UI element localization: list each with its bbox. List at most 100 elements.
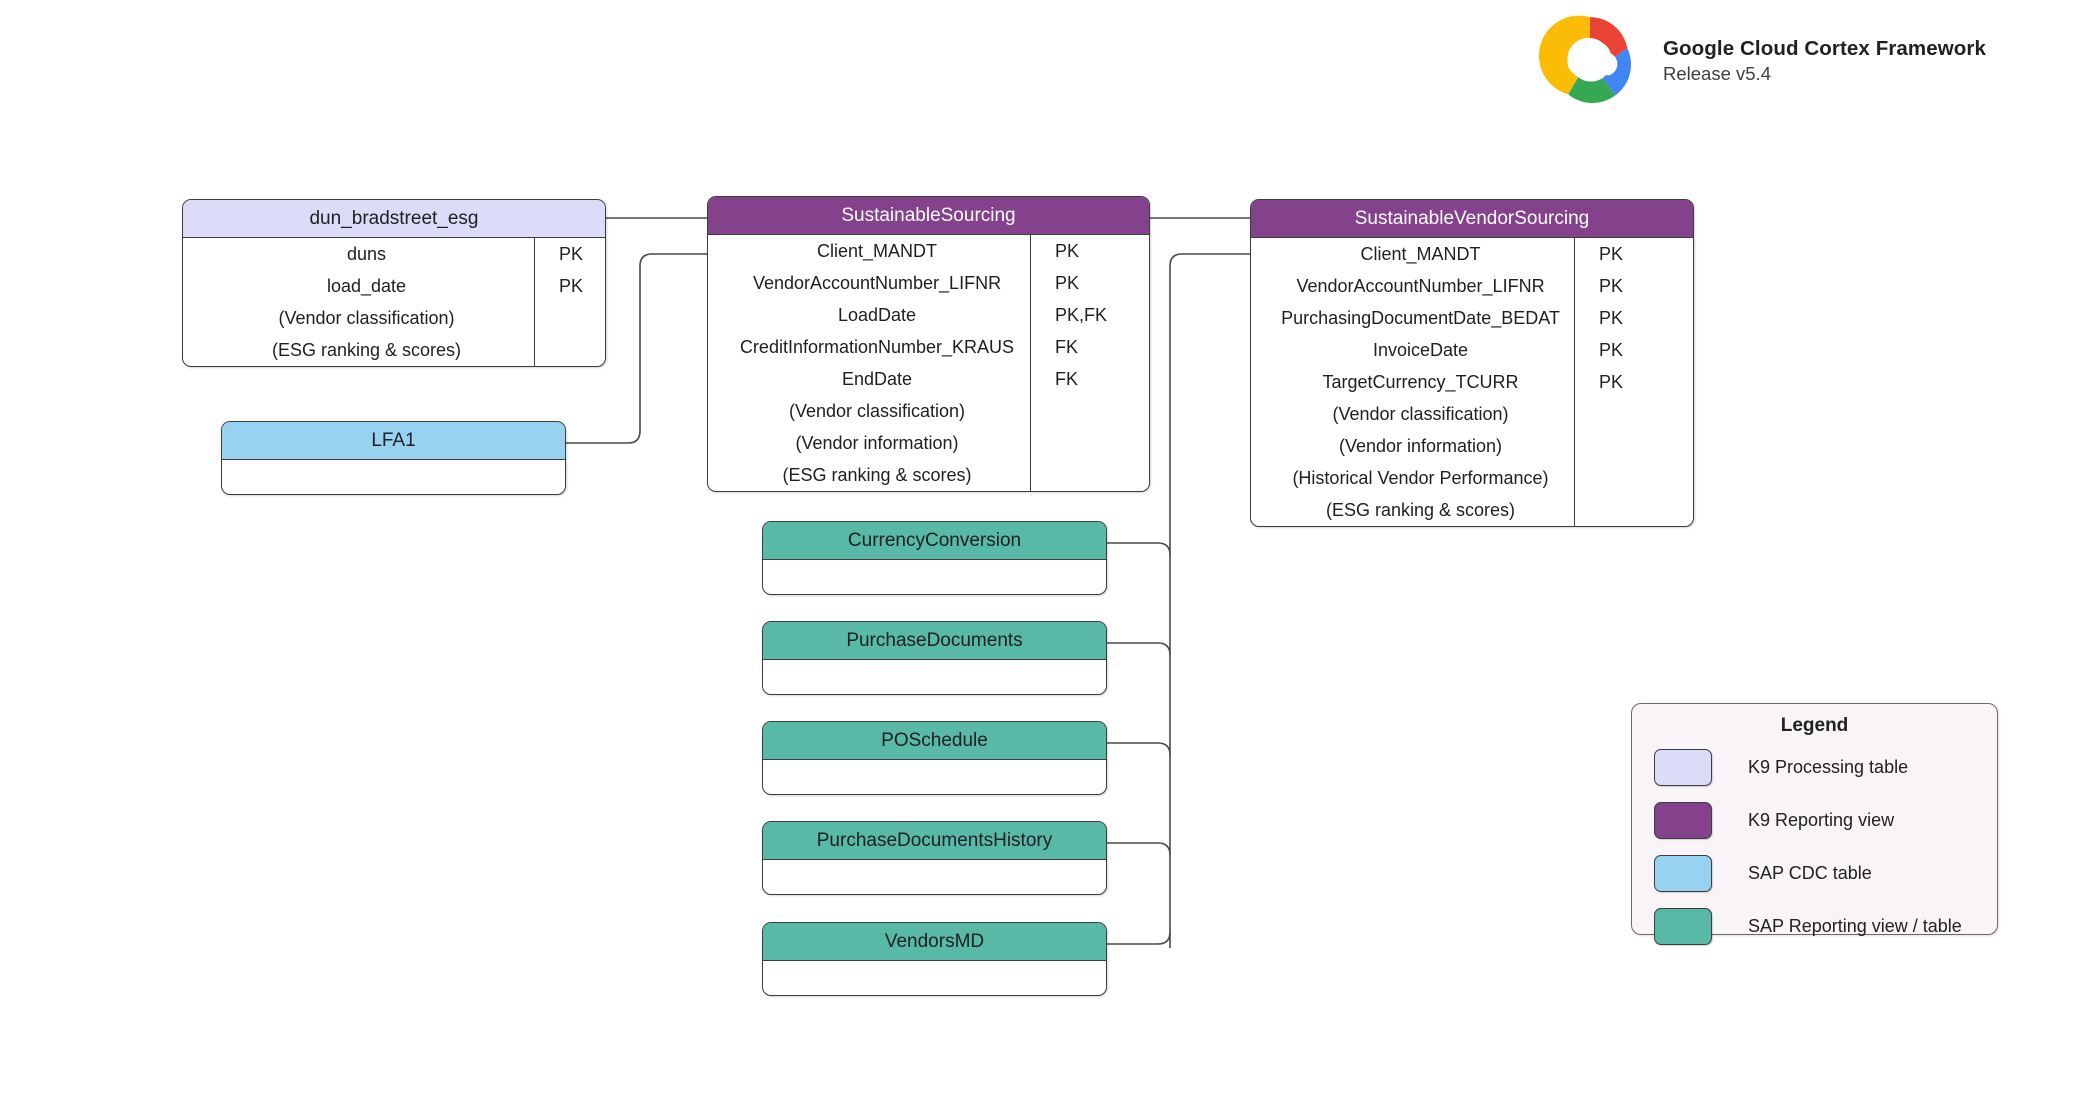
legend-item: SAP CDC table	[1632, 851, 1997, 896]
entity-title: CurrencyConversion	[763, 522, 1106, 560]
entity-empty-body	[763, 560, 1106, 594]
entity-currencyconversion[interactable]: CurrencyConversion	[762, 521, 1107, 595]
entity-field-list	[763, 760, 1106, 794]
entity-field-row: (ESG ranking & scores)	[708, 459, 1149, 491]
field-key-badge: PK,FK	[1055, 304, 1108, 325]
edge-purchasedocuments-to-trunk	[1107, 642, 1171, 656]
field-name: (Historical Vendor Performance)	[1292, 467, 1549, 488]
brand-title: Google Cloud Cortex Framework	[1663, 36, 1986, 60]
entity-field-row: InvoiceDate PK	[1251, 334, 1693, 366]
entity-title: POSchedule	[763, 722, 1106, 760]
entity-field-row: (Vendor classification)	[708, 395, 1149, 427]
entity-field-row: (Vendor classification)	[183, 302, 605, 334]
edge-vendorsmd-to-trunk	[1107, 931, 1171, 945]
legend-label: K9 Reporting view	[1748, 810, 1895, 830]
entity-field-row: (Vendor information)	[1251, 430, 1693, 462]
legend-swatch	[1654, 802, 1712, 839]
field-name: Client_MANDT	[816, 240, 938, 261]
entity-title: SustainableSourcing	[708, 197, 1149, 235]
google-cloud-logo-icon	[1538, 15, 1632, 104]
brand-release: Release v5.4	[1663, 63, 1771, 85]
entity-field-row: (Vendor classification)	[1251, 398, 1693, 430]
key-column-divider	[1030, 235, 1031, 491]
legend-swatch	[1654, 855, 1712, 892]
entity-title: PurchaseDocuments	[763, 622, 1106, 660]
field-key-badge: PK	[1599, 307, 1624, 328]
entity-field-row: (ESG ranking & scores)	[183, 334, 605, 366]
field-name: LoadDate	[837, 304, 917, 325]
entity-empty-body	[763, 660, 1106, 694]
key-column-divider	[1574, 238, 1575, 526]
field-name: duns	[346, 243, 387, 264]
entity-empty-body	[763, 760, 1106, 794]
entity-empty-body	[763, 961, 1106, 995]
entity-field-row: (ESG ranking & scores)	[1251, 494, 1693, 526]
legend-panel: Legend K9 Processing table K9 Reporting v…	[1631, 703, 1998, 945]
field-key-badge: PK	[559, 243, 584, 264]
entity-field-row: load_date PK	[183, 270, 605, 302]
field-name: InvoiceDate	[1372, 339, 1469, 360]
field-key-badge: PK	[1599, 371, 1624, 392]
entity-field-list	[763, 560, 1106, 594]
legend-swatch	[1654, 749, 1712, 786]
field-name: (Vendor classification)	[1332, 403, 1509, 424]
field-key-badge: FK	[1055, 336, 1079, 357]
field-name: PurchasingDocumentDate_BEDAT	[1281, 307, 1560, 328]
entity-purchasedocumentshistory[interactable]: PurchaseDocumentsHistory	[762, 821, 1107, 895]
entity-field-row: (Historical Vendor Performance)	[1251, 462, 1693, 494]
entity-purchasedocuments[interactable]: PurchaseDocuments	[762, 621, 1107, 695]
entity-field-row: (Vendor information)	[708, 427, 1149, 459]
edge-purchasedocumentshistory-to-trunk	[1107, 842, 1171, 856]
legend-swatch	[1654, 908, 1712, 945]
entity-field-row: TargetCurrency_TCURR PK	[1251, 366, 1693, 398]
entity-field-row: PurchasingDocumentDate_BEDAT PK	[1251, 302, 1693, 334]
entity-field-list	[222, 460, 565, 494]
legend-label: K9 Processing table	[1748, 757, 1909, 777]
field-name: load_date	[326, 275, 407, 296]
legend-item: SAP Reporting view / table	[1632, 904, 1997, 949]
entity-title: dun_bradstreet_esg	[183, 200, 605, 238]
entity-field-row: CreditInformationNumber_KRAUS FK	[708, 331, 1149, 363]
legend-item: K9 Processing table	[1632, 745, 1997, 790]
entity-field-list	[763, 660, 1106, 694]
field-name: (Vendor information)	[795, 432, 959, 453]
entity-title: VendorsMD	[763, 923, 1106, 961]
field-name: Client_MANDT	[1360, 243, 1481, 264]
legend-title: Legend	[1780, 715, 1849, 736]
edge-currencyconversion-to-trunk	[1107, 542, 1171, 556]
entity-vendorsmd[interactable]: VendorsMD	[762, 922, 1107, 996]
field-name: (Vendor classification)	[788, 400, 966, 421]
entity-title: SustainableVendorSourcing	[1251, 200, 1693, 238]
field-name: (ESG ranking & scores)	[1325, 499, 1516, 520]
entity-field-row: VendorAccountNumber_LIFNR PK	[708, 267, 1149, 299]
legend-label: SAP Reporting view / table	[1748, 916, 1962, 936]
key-column-divider	[534, 238, 535, 366]
entity-title: LFA1	[222, 422, 565, 460]
field-name: CreditInformationNumber_KRAUS	[739, 336, 1015, 357]
field-name: (Vendor classification)	[278, 307, 455, 328]
field-key-badge: PK	[559, 275, 584, 296]
entity-poschedule[interactable]: POSchedule	[762, 721, 1107, 795]
entity-empty-body	[222, 460, 565, 494]
entity-field-row: duns PK	[183, 238, 605, 270]
edge-trunk-to-vendorsourcing	[1169, 253, 1250, 948]
field-name: TargetCurrency_TCURR	[1322, 371, 1519, 392]
field-name: VendorAccountNumber_LIFNR	[752, 272, 1002, 293]
field-name: (ESG ranking & scores)	[782, 464, 972, 485]
entity-lfa1[interactable]: LFA1	[221, 421, 566, 495]
field-key-badge: PK	[1055, 272, 1080, 293]
entity-empty-body	[763, 860, 1106, 894]
entity-title: PurchaseDocumentsHistory	[763, 822, 1106, 860]
field-name: (ESG ranking & scores)	[271, 339, 462, 360]
field-key-badge: PK	[1599, 339, 1624, 360]
